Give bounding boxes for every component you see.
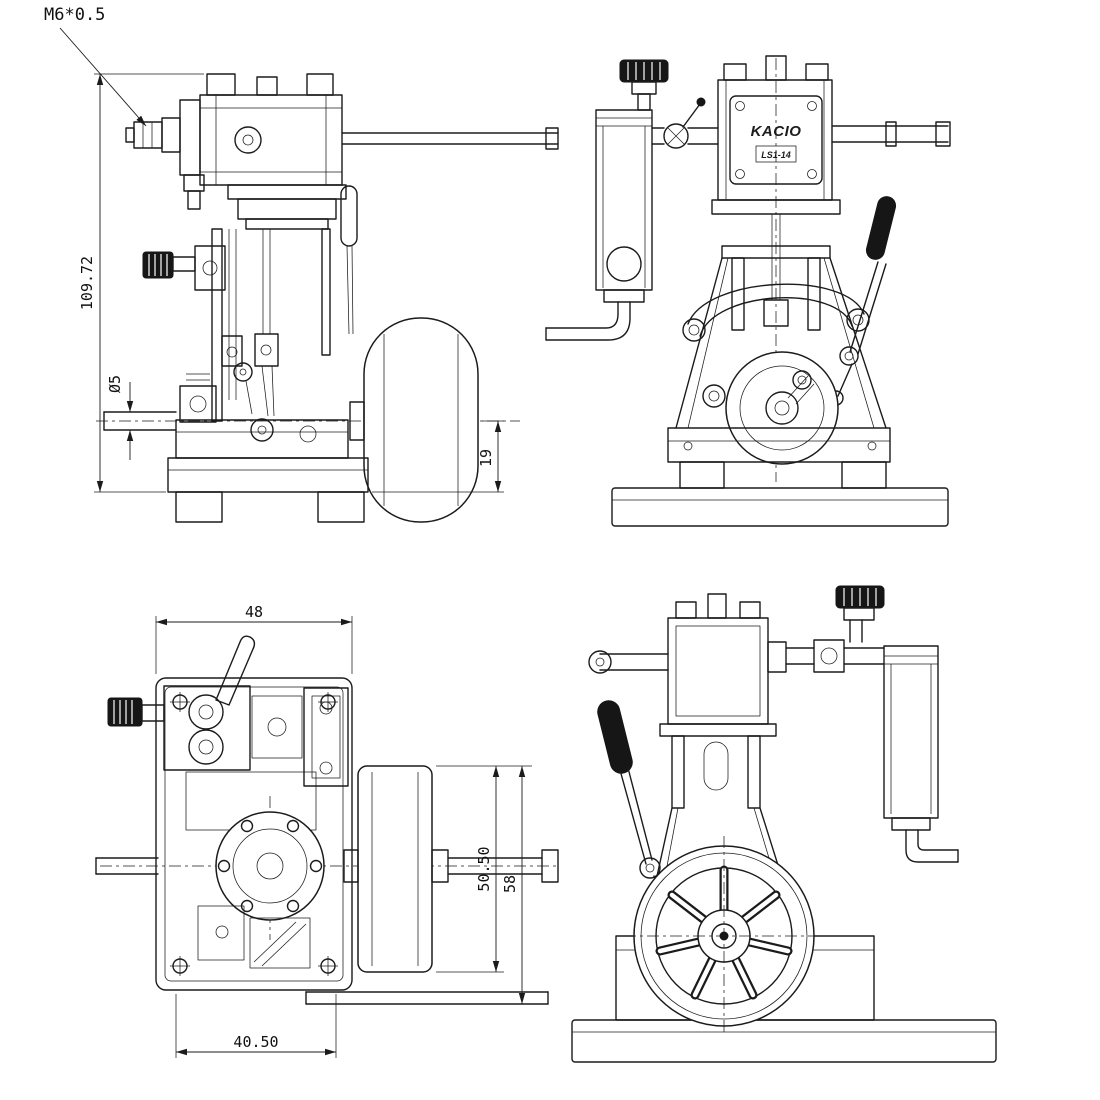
bearing-flange-plan — [215, 811, 325, 921]
hand-lever-front — [828, 196, 897, 406]
carburettor-plan — [107, 635, 303, 771]
dim-overall-height: 109.72 — [78, 73, 204, 493]
brand-plate: KACIO LS1-14 — [729, 95, 823, 185]
dim-shaft-height: 19 — [372, 420, 504, 493]
flywheel-side — [349, 317, 479, 523]
crank-disc-front — [702, 351, 839, 465]
view-plan: 48 50.50 58 40.50 — [95, 603, 560, 1058]
base-side — [103, 373, 369, 523]
cylinder-block-front: KACIO LS1-14 — [717, 55, 951, 201]
view-side-elevation: 109.72 M6*0.5 Ø5 19 — [44, 5, 559, 523]
lubricator-front — [545, 59, 719, 341]
dim-overall-depth-label: 58 — [501, 875, 519, 893]
bottom-rod-plan — [305, 991, 549, 1005]
view-front-elevation: KACIO LS1-14 — [545, 55, 951, 527]
thread-callout-label: M6*0.5 — [44, 5, 105, 25]
dim-shaft-height-label: 19 — [477, 449, 495, 467]
cylinder-block-side — [199, 73, 343, 186]
support-column-plan — [303, 687, 349, 787]
brand-name: KACIO — [751, 123, 802, 140]
dim-overall-depth: 58 — [501, 766, 548, 1005]
dim-width-top-label: 48 — [245, 603, 263, 621]
dim-foot-spacing: 40.50 — [175, 994, 337, 1058]
thread-callout: M6*0.5 — [44, 5, 147, 127]
inlet-fitting — [125, 99, 205, 210]
dim-width-top: 48 — [155, 603, 353, 674]
view-rear-elevation — [571, 585, 997, 1063]
dim-overall-height-label: 109.72 — [78, 256, 96, 310]
brand-model: LS1-14 — [761, 150, 791, 160]
dim-flywheel-depth-label: 50.50 — [475, 846, 493, 891]
flywheel-plan — [343, 765, 449, 973]
pump-plan — [197, 905, 311, 969]
dim-foot-spacing-label: 40.50 — [233, 1033, 278, 1051]
dim-flywheel-depth: 50.50 — [436, 765, 532, 973]
dim-shaft-diameter: Ø5 — [106, 375, 134, 460]
lubricator-rear — [767, 585, 959, 863]
dim-shaft-diameter-label: Ø5 — [106, 375, 124, 393]
engine-standard-front — [675, 199, 887, 429]
flywheel-rear — [624, 836, 824, 1036]
valve-gear-side — [142, 184, 358, 422]
control-rod-side — [341, 127, 559, 150]
base-front — [611, 427, 949, 527]
